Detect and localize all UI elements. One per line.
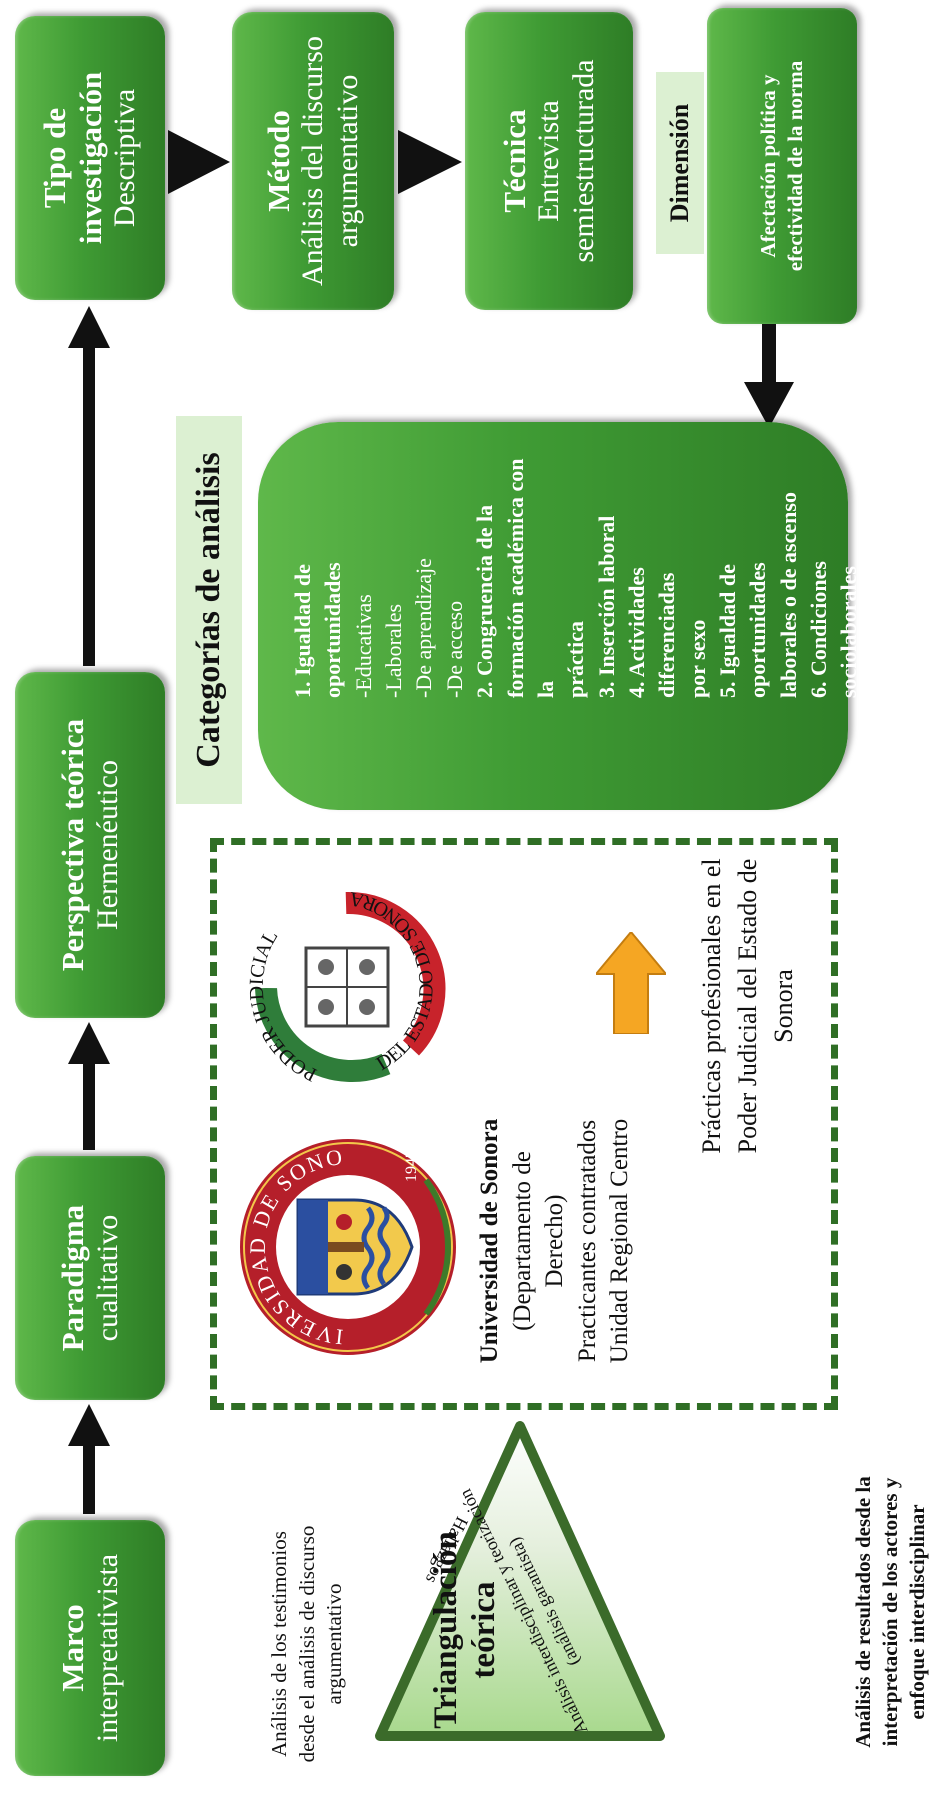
tipo-text: Descriptiva: [108, 88, 142, 228]
tipo-title-1: Tipo de: [37, 107, 73, 209]
afectacion-line-1: Afectación política y: [755, 74, 780, 258]
afectacion-box: Afectación política y efectividad de la …: [707, 8, 857, 324]
seal-year: 1942: [403, 1150, 420, 1182]
practicas-line-2: Poder Judicial del Estado de: [732, 858, 762, 1154]
marco-title: Marco: [54, 1604, 90, 1692]
perspectiva-title: Perspectiva teórica: [54, 718, 90, 972]
categoria-line: -Laborales: [381, 603, 407, 698]
universidad-line-2: (Departamento de Derecho): [508, 1151, 569, 1331]
marco-box: Marco interpretativista: [15, 1520, 165, 1776]
triangulacion-triangle: [375, 1421, 665, 1741]
tecnica-text-1: Entrevista: [532, 100, 566, 222]
resultados-block: Análisis de resultados desde la interpre…: [850, 1432, 931, 1792]
tipo-title-2: investigación: [72, 71, 108, 245]
practicas-block: Prácticas profesionales en el Poder Judi…: [694, 840, 802, 1172]
metodo-text-2: argumentativo: [330, 74, 364, 248]
resultados-line-3: enfoque interdisciplinar: [904, 1504, 929, 1720]
paradigma-title: Paradigma: [54, 1204, 90, 1352]
universidad-sonora-seal: UNIVERSIDAD DE SONORA 1942: [236, 1139, 456, 1360]
universidad-line-4: Unidad Regional Centro: [606, 1118, 633, 1364]
categoria-line: práctica: [563, 621, 589, 698]
afectacion-line-2: efectividad de la norma: [783, 60, 807, 272]
arrow-tipo-metodo: [168, 130, 230, 194]
categoria-line: 4. Actividades diferenciadas: [623, 567, 680, 698]
perspectiva-text: Hermenéutico: [90, 760, 124, 930]
paradigma-box: Paradigma cualitativo: [15, 1156, 165, 1400]
analisis-line-1: Análisis de los testimonios: [267, 1531, 291, 1757]
arrow-perspectiva-tipo: [68, 306, 110, 666]
arrow-paradigma-perspectiva: [68, 1022, 110, 1150]
marco-text: interpretativista: [90, 1553, 124, 1743]
categoria-line: 6. Condiciones sociolaborales: [806, 561, 862, 698]
categoria-line: formación académica con la: [502, 458, 558, 699]
categorias-box: 1. Igualdad de oportunidades -Educativas…: [258, 422, 861, 810]
categoria-line: 5. Igualdad de oportunidades: [715, 562, 771, 698]
categoria-line: -De acceso: [441, 600, 467, 698]
orange-arrow: [596, 932, 666, 1034]
metodo-box: Método Análisis del discurso argumentati…: [232, 12, 394, 310]
metodo-title: Método: [260, 110, 296, 212]
practicas-line-1: Prácticas profesionales en el: [697, 858, 726, 1154]
analisis-line-3: argumentativo: [322, 1583, 347, 1705]
categoria-line: 1. Igualdad de oportunidades: [290, 562, 346, 698]
resultados-line-1: Análisis de resultados desde la: [851, 1476, 875, 1748]
categorias-heading-text: Categorías de análisis: [190, 452, 227, 768]
categoria-line: laborales o de ascenso: [775, 492, 801, 698]
universidad-block: Universidad de Sonora (Departamento de D…: [474, 1116, 637, 1366]
analisis-line-2: desde el análisis de discurso: [294, 1525, 319, 1763]
categoria-line: -Educativas: [350, 594, 376, 698]
analisis-testimonios: Análisis de los testimonios desde el aná…: [266, 1494, 349, 1794]
dimension-label: Dimensión: [656, 72, 704, 254]
arrow-afectacion-categorias: [744, 324, 794, 428]
universidad-name: Universidad de Sonora: [476, 1118, 503, 1364]
resultados-line-2: interpretación de los actores y: [877, 1477, 902, 1747]
tecnica-title: Técnica: [496, 109, 532, 213]
universidad-line-3: Practicantes contratados: [573, 1119, 601, 1363]
categoria-line: por sexo: [684, 619, 710, 698]
categoria-line: -De aprendizaje: [411, 558, 437, 698]
metodo-text-1: Análisis del discurso: [296, 36, 330, 286]
tipo-box: Tipo de investigación Descriptiva: [15, 16, 165, 300]
paradigma-text: cualitativo: [90, 1214, 124, 1342]
perspectiva-box: Perspectiva teórica Hermenéutico: [15, 672, 165, 1018]
arrow-metodo-tecnica: [398, 130, 462, 194]
tecnica-box: Técnica Entrevista semiestructurada: [465, 12, 633, 310]
tecnica-text-2: semiestructurada: [566, 59, 600, 263]
practicas-line-3: Sonora: [768, 969, 798, 1043]
dimension-label-text: Dimensión: [665, 103, 694, 223]
categorias-heading: Categorías de análisis: [176, 416, 242, 804]
categoria-line: 3. Inserción laboral: [593, 515, 619, 698]
poder-judicial-seal: PODER JUDICIAL DEL ESTADO DE SONORA: [236, 868, 462, 1108]
arrow-marco-paradigma: [68, 1404, 110, 1514]
categoria-line: 2. Congruencia de la: [472, 504, 498, 698]
